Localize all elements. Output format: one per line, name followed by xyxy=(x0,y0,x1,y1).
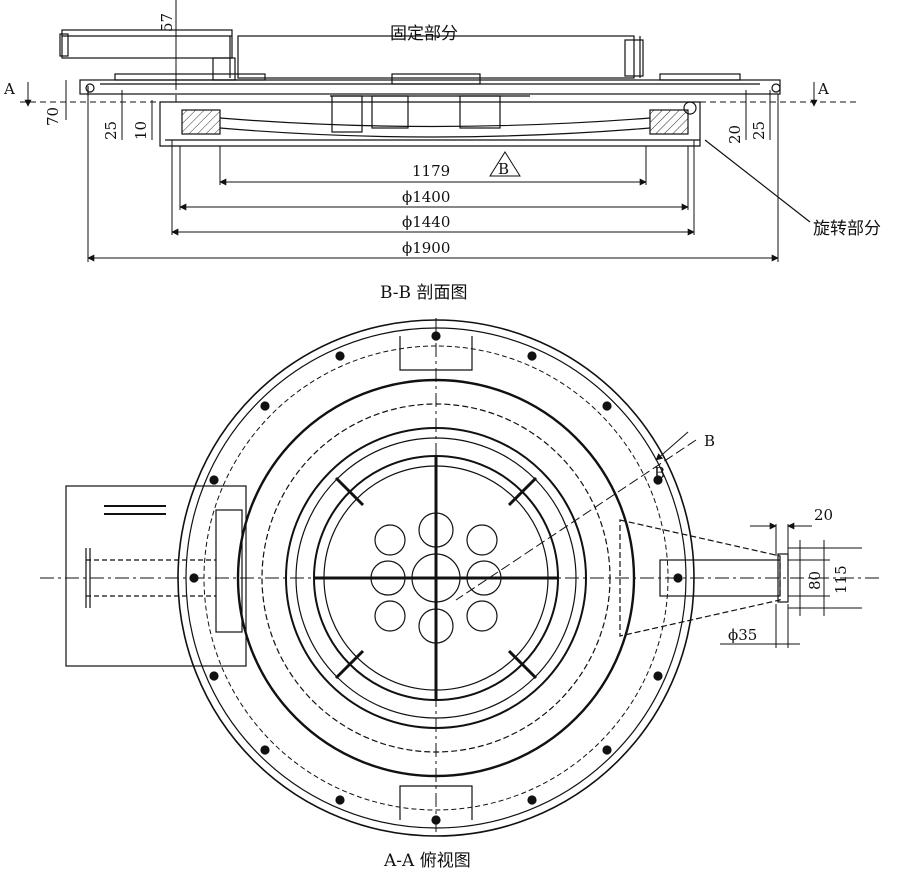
left-housing xyxy=(65,485,247,667)
outer-ring xyxy=(177,319,695,837)
dim-1179: 1179 xyxy=(412,162,450,180)
dim-80: 80 xyxy=(806,571,824,590)
section-dimension-lines xyxy=(24,0,818,262)
top-view-caption: A-A 俯视图 xyxy=(383,851,471,871)
section-marker-b1: B xyxy=(704,432,715,450)
datum-marker: B xyxy=(498,160,509,178)
fixed-part-label: 固定部分 xyxy=(390,24,458,44)
outer-bolts xyxy=(189,331,683,825)
dim-dia-1400: ϕ1400 xyxy=(402,188,450,206)
dim-20-top: 20 xyxy=(814,506,833,524)
dim-dia-1440: ϕ1440 xyxy=(402,213,450,231)
dim-25-right: 25 xyxy=(750,121,768,140)
main-plate xyxy=(79,79,781,95)
dim-25-left: 25 xyxy=(102,121,120,140)
section-marker-right: A xyxy=(817,80,829,98)
upper-plate xyxy=(237,35,635,79)
dim-115: 115 xyxy=(832,565,850,594)
rotating-part-label: 旋转部分 xyxy=(813,219,881,239)
top-dimension-lines xyxy=(455,431,862,648)
section-marker-b2: B xyxy=(654,464,665,482)
top-view xyxy=(40,318,882,837)
dim-57: 57 xyxy=(158,13,176,32)
section-caption: B-B 剖面图 xyxy=(380,283,467,303)
upper-housing-left xyxy=(61,29,233,59)
dim-70: 70 xyxy=(44,107,62,126)
dim-dia-35: ϕ35 xyxy=(728,626,757,644)
dim-10: 10 xyxy=(132,121,150,140)
dim-dia-1900: ϕ1900 xyxy=(402,239,450,257)
inner-ring xyxy=(236,378,636,778)
section-view xyxy=(20,29,860,223)
section-marker-left: A xyxy=(3,80,15,98)
dim-20-right: 20 xyxy=(726,125,744,144)
